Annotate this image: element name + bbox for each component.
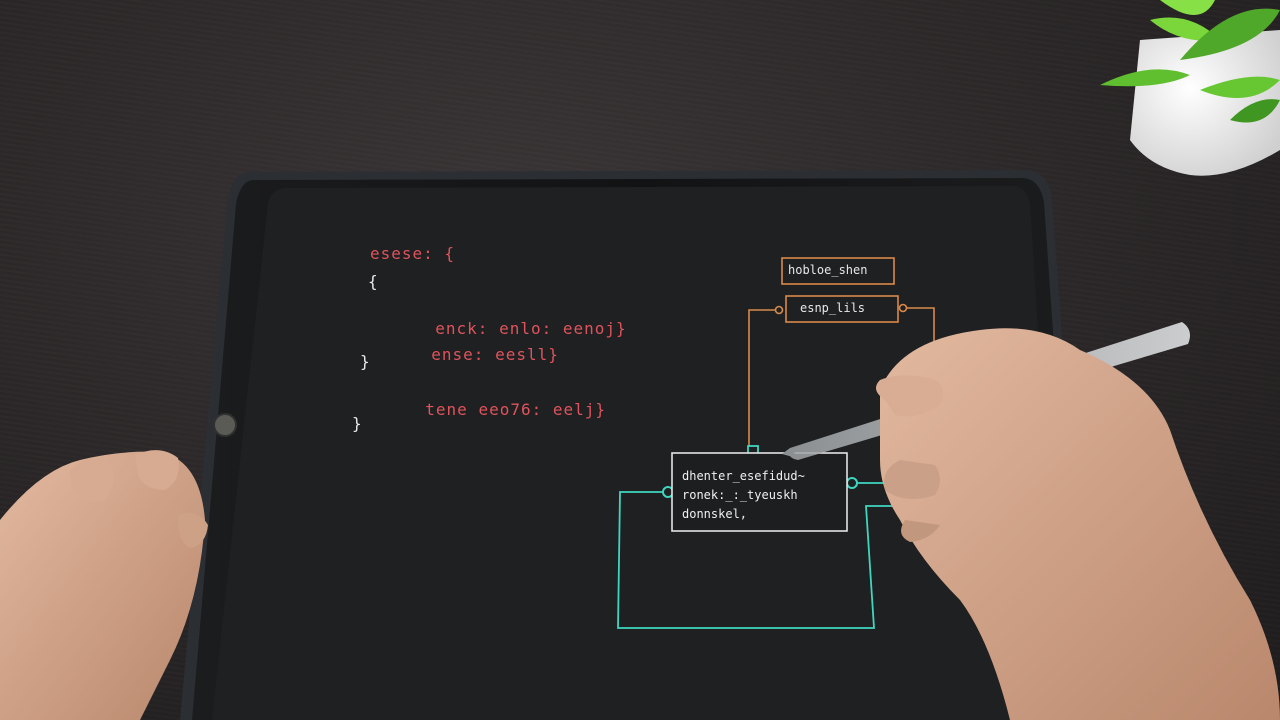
top-node-label: hobloe_shen (788, 263, 868, 277)
mid-node-label: esnp_lils (800, 301, 866, 315)
code-line-4: ense: eesll} (431, 345, 559, 364)
main-node-line-1: dhenter_esefidud~ (682, 469, 805, 483)
code-line-5: } (360, 352, 371, 371)
code-line-6: tene eeo76: eelj} (425, 400, 607, 419)
tablet-screen (212, 186, 1062, 720)
main-node-line-2: ronek:_:_tyeuskh (682, 488, 798, 502)
main-node-line-3: donnskel, (682, 507, 748, 521)
right-hand (876, 328, 1280, 720)
code-line-7: } (352, 414, 363, 433)
orange-wires (748, 307, 935, 450)
main-node-box (671, 452, 848, 532)
code-line-2: { (368, 272, 379, 291)
potted-plant (1100, 0, 1280, 176)
home-button-icon (213, 413, 237, 437)
top-node-box (781, 257, 895, 285)
code-line-1: esese: { (370, 244, 456, 263)
mid-node-box (785, 295, 899, 323)
code-line-3: enck: enlo: eenoj} (435, 319, 627, 338)
left-hand (0, 450, 208, 720)
